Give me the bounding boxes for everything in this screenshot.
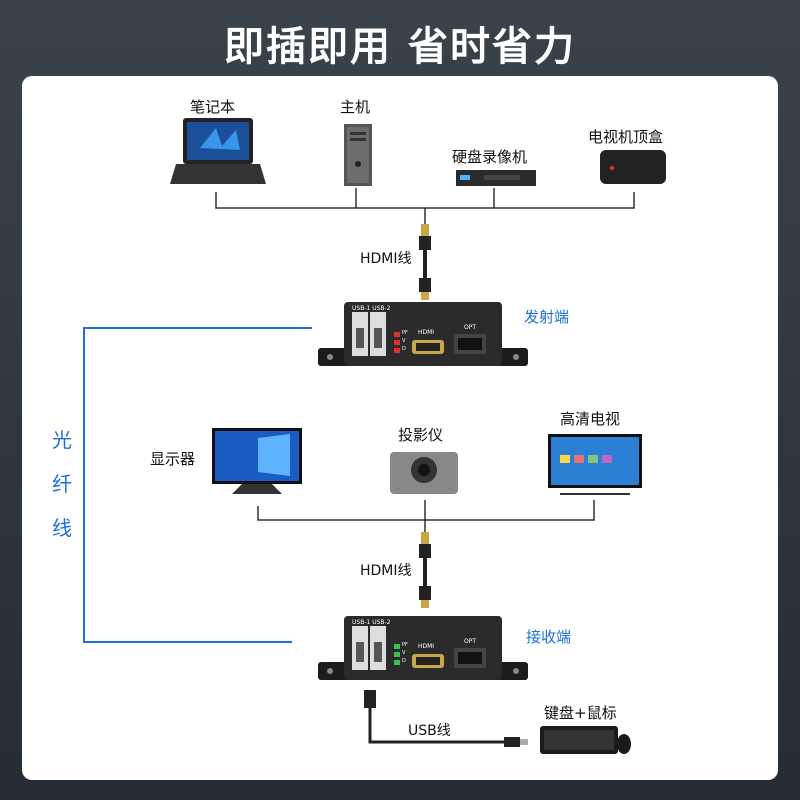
laptop-label: 笔记本 [190,98,236,116]
transmitter-opt-port-label: OPT [464,324,477,331]
transmitter-led [394,348,400,353]
tv-label: 高清电视 [560,410,621,428]
hdmi-cable-top-label: HDMI线 [360,251,412,267]
fiber-label-char: 线 [52,516,72,540]
receiver-led [394,652,400,657]
fiber-connection-line [83,327,312,643]
headline: 即插即用 省时省力 [224,24,576,70]
projector-icon [390,452,458,494]
hdmi-cable-bottom-label: HDMI线 [360,563,412,579]
laptop-icon [170,118,266,184]
source-bus-line [215,188,635,228]
fiber-label-char: 光 [52,428,72,452]
fiber-label: 光 纤 线 [50,418,74,550]
transmitter-label: 发射端 [524,308,570,326]
receiver-led [394,644,400,649]
projector-label: 投影仪 [398,426,444,444]
receiver-led [394,660,400,665]
receiver-device [318,616,528,680]
settopbox-label: 电视机顶盒 [588,128,664,146]
transmitter-device [318,302,528,366]
set-top-box-icon [600,150,666,184]
hdmi-cable-top [419,224,431,300]
usb-cable [364,690,528,747]
peripherals-label: 键盘+鼠标 [544,704,617,722]
transmitter-led [394,340,400,345]
receiver-led-labels: PFVD [402,642,408,664]
hdmi-cable-bottom [419,532,431,608]
transmitter-hdmi-port-label: HDMI [418,329,435,336]
monitor-icon [212,428,302,494]
receiver-hdmi-port-label: HDMI [418,643,435,650]
receiver-label: 接收端 [526,628,572,646]
transmitter-usb-port-label: USB-1 USB-2 [352,305,391,312]
transmitter-led [394,332,400,337]
fiber-label-char: 纤 [52,472,72,496]
receiver-usb-port-label: USB-1 USB-2 [352,619,391,626]
dvr-icon [456,170,536,186]
desktop-tower-icon [344,124,372,186]
transmitter-led-labels: PFVD [402,330,408,352]
tv-icon [548,434,642,495]
receiver-opt-port-label: OPT [464,638,477,645]
desktop-label: 主机 [340,98,371,116]
usb-cable-label: USB线 [408,723,451,739]
dvr-label: 硬盘录像机 [452,148,528,166]
keyboard-mouse-icon [540,726,631,754]
display-bus-line [257,500,595,534]
monitor-label: 显示器 [150,450,196,468]
